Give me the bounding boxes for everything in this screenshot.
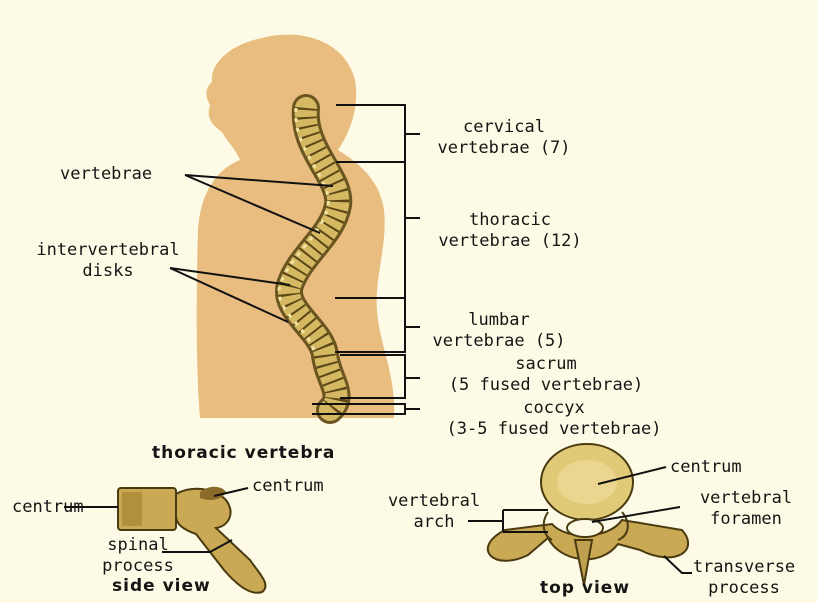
cervical-label: cervical vertebrae (7)	[424, 117, 584, 159]
top-centrum-label: centrum	[670, 457, 742, 478]
sacrum-label: sacrum (5 fused vertebrae)	[424, 354, 668, 396]
vertebral-arch-label: vertebral arch	[378, 491, 490, 533]
lumbar-label-line2: vertebrae (5)	[424, 331, 574, 352]
sacrum-label-line1: sacrum	[424, 354, 668, 375]
side-centrum-left-label: centrum	[12, 497, 84, 518]
spinal-process-line1: spinal	[102, 535, 174, 556]
thoracic-vertebra-title: thoracic vertebra	[152, 443, 335, 464]
transverse-process-line2: process	[682, 578, 806, 599]
cervical-label-line2: vertebrae (7)	[424, 138, 584, 159]
intervertebral-label-line1: intervertebral	[18, 240, 198, 261]
top-view-caption: top view	[540, 578, 630, 599]
vertebral-foramen-label: vertebral foramen	[688, 488, 804, 530]
side-view-caption: side view	[112, 576, 211, 597]
vertebral-arch-line2: arch	[378, 512, 490, 533]
thoracic-label: thoracic vertebrae (12)	[424, 210, 596, 252]
lumbar-label: lumbar vertebrae (5)	[424, 310, 574, 352]
intervertebral-label-line2: disks	[18, 261, 198, 282]
body-silhouette	[197, 35, 395, 418]
transverse-process-line1: transverse	[682, 557, 806, 578]
transverse-process-label: transverse process	[682, 557, 806, 599]
top-view-vertebra	[488, 444, 688, 585]
vertebral-foramen-line1: vertebral	[688, 488, 804, 509]
coccyx-label-line2: (3-5 fused vertebrae)	[414, 419, 694, 440]
vertebral-arch-line1: vertebral	[378, 491, 490, 512]
lumbar-label-line1: lumbar	[424, 310, 574, 331]
thoracic-label-line1: thoracic	[424, 210, 596, 231]
intervertebral-disks-label: intervertebral disks	[18, 240, 198, 282]
sacrum-label-line2: (5 fused vertebrae)	[424, 375, 668, 396]
thoracic-label-line2: vertebrae (12)	[424, 231, 596, 252]
vertebrae-label: vertebrae	[60, 164, 152, 185]
spinal-process-line2: process	[102, 556, 174, 577]
spinal-process-label: spinal process	[102, 535, 174, 577]
side-centrum-right-label: centrum	[252, 476, 324, 497]
coccyx-label-line1: coccyx	[414, 398, 694, 419]
vertebral-foramen-line2: foramen	[688, 509, 804, 530]
cervical-label-line1: cervical	[424, 117, 584, 138]
coccyx-label: coccyx (3-5 fused vertebrae)	[414, 398, 694, 440]
